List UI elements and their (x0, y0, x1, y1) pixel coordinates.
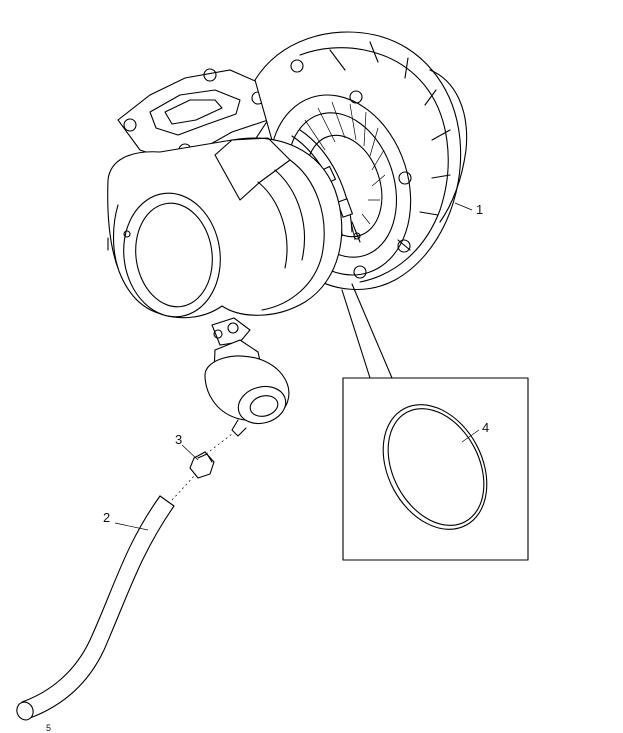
callout-leaders (114, 202, 480, 531)
turbocharger-assembly (107, 31, 468, 437)
callout-1: 1 (476, 202, 483, 217)
wastegate-actuator (204, 317, 290, 437)
detail-view (341, 283, 529, 561)
turbine-housing (107, 137, 343, 319)
callout-4: 4 (482, 420, 489, 435)
o-ring-seal (382, 404, 488, 530)
hose (16, 473, 197, 721)
elbow-fitting (189, 433, 233, 479)
callout-2: 2 (103, 510, 110, 525)
callout-3: 3 (175, 432, 182, 447)
corner-mark: 5 (46, 723, 51, 733)
